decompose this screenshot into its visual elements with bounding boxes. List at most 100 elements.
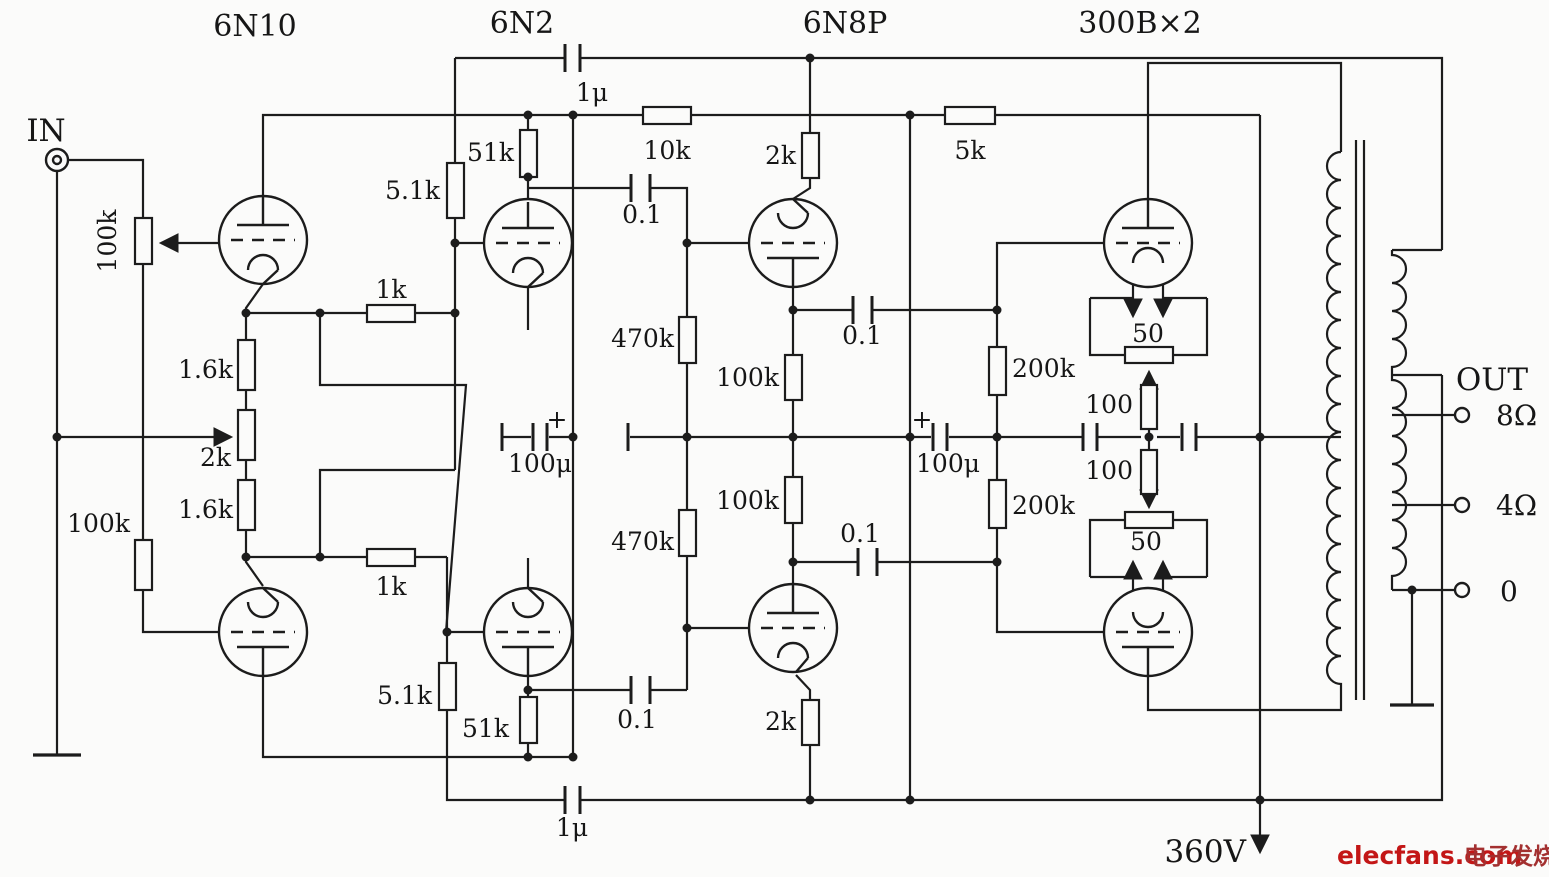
- grid-200k-upper: [987, 345, 1008, 397]
- label-bypass-right: 100μ: [916, 449, 980, 478]
- supply-label: 360V: [1164, 834, 1246, 870]
- cap-01-top-right: [851, 296, 874, 324]
- tube-300b-lower: [1102, 586, 1194, 678]
- tube-300b-upper: [1102, 197, 1194, 289]
- watermark: elecfans.com 电子发烧友: [1337, 841, 1549, 870]
- tube-6n10-lower: [217, 586, 309, 678]
- tube-6n8p-lower: [747, 582, 839, 674]
- tube-label-300b: 300B×2: [1078, 6, 1202, 41]
- gridleak-470k-upper: [677, 315, 698, 365]
- label-divider-upper: 100k: [716, 363, 780, 392]
- divider-100k-lower: [783, 475, 804, 525]
- cap-100u-right: [931, 423, 949, 451]
- tube-6n2-lower: [482, 586, 574, 678]
- supply-resistor-10k: [641, 105, 693, 126]
- capacitors: [500, 44, 1198, 814]
- label-grid300-lower: 200k: [1012, 491, 1076, 520]
- tube-label-6n2: 6N2: [490, 6, 554, 41]
- tap-0-label: 0: [1500, 575, 1518, 608]
- volume-pot-body: [133, 216, 154, 266]
- cap-1u-bottom: [563, 786, 582, 814]
- anode-resistor-upper: [518, 128, 539, 179]
- label-divider-lower: 100k: [716, 486, 780, 515]
- grid-resistor-lower: [133, 538, 154, 592]
- watermark-brand: elecfans.com: [1337, 841, 1522, 870]
- terminal-0: [1453, 581, 1471, 599]
- tube-6n2-upper: [482, 197, 574, 289]
- watermark-site-cn: 电子发烧友: [1464, 843, 1549, 870]
- wiring: [33, 56, 1455, 841]
- label-cath-8p-upper: 2k: [765, 141, 797, 170]
- label-cathode-lower: 1.6k: [178, 495, 234, 524]
- cathode-resistor-upper: [236, 338, 257, 392]
- label-gridstop-lower: 5.1k: [377, 681, 433, 710]
- terminals: [44, 147, 1471, 599]
- label-volume-pot: 100k: [93, 209, 122, 273]
- label-fb-cap-lower: 1μ: [556, 813, 588, 842]
- tap-8ohm-label: 8Ω: [1496, 399, 1537, 432]
- labels: 6N10 6N2 6N8P 300B×2 IN OUT 8Ω 4Ω 0 360V…: [26, 6, 1537, 870]
- cap-100u-left: [500, 423, 549, 451]
- gridstop-upper: [445, 161, 466, 220]
- label-anode-upper: 51k: [467, 138, 515, 167]
- label-coupling-bl: 0.1: [617, 705, 657, 734]
- tap-4ohm-label: 4Ω: [1496, 489, 1537, 522]
- arrows: [158, 233, 1270, 855]
- gridstop-lower: [437, 661, 458, 712]
- label-coupling-tr: 0.1: [842, 321, 882, 350]
- filament-100-upper: [1139, 383, 1159, 431]
- label-fil-r-lower: 100: [1085, 456, 1133, 485]
- label-cathode-upper: 1.6k: [178, 355, 234, 384]
- label-hum-pot-lower: 50: [1130, 527, 1162, 556]
- input-label: IN: [26, 113, 65, 149]
- terminal-8ohm: [1453, 406, 1471, 424]
- label-supply-r2: 5k: [954, 136, 986, 165]
- label-grid300-upper: 200k: [1012, 354, 1076, 383]
- balance-pot-body: [236, 408, 257, 462]
- label-bypass-left: 100μ: [508, 449, 572, 478]
- label-gridstop-upper: 5.1k: [385, 176, 441, 205]
- gridleak-470k-lower: [677, 508, 698, 558]
- filament-100-lower: [1139, 448, 1159, 496]
- tube-6n10-upper: [217, 194, 309, 286]
- label-coupling-br: 0.1: [840, 519, 880, 548]
- label-link-lower: 1k: [375, 572, 407, 601]
- grid-200k-lower: [987, 478, 1008, 530]
- tube-label-6n8p: 6N8P: [803, 6, 888, 41]
- label-link-upper: 1k: [375, 275, 407, 304]
- label-gridleak-upper: 470k: [611, 324, 675, 353]
- link-resistor-upper: [365, 303, 417, 324]
- label-grid-lower: 100k: [67, 509, 131, 538]
- tubes: [217, 194, 1194, 678]
- anode-resistor-lower: [518, 695, 539, 745]
- label-plus-right: +: [912, 405, 933, 434]
- cap-01-bottom-left: [629, 676, 652, 704]
- filament-bypass-cap: [1180, 423, 1198, 451]
- hum-pot-lower-body: [1123, 510, 1175, 530]
- filament-bypass-cap: [1081, 423, 1099, 451]
- tube-label-6n10: 6N10: [213, 9, 297, 44]
- label-hum-pot-upper: 50: [1132, 319, 1164, 348]
- tube-6n8p-upper: [747, 197, 839, 289]
- label-plus-left: +: [547, 405, 568, 434]
- label-gridleak-lower: 470k: [611, 527, 675, 556]
- cathode-2k-upper: [800, 131, 821, 180]
- cathode-resistor-lower: [236, 478, 257, 532]
- label-fil-r-upper: 100: [1085, 390, 1133, 419]
- link-resistor-lower: [365, 547, 417, 568]
- label-fb-cap-upper: 1μ: [576, 78, 608, 107]
- output-label: OUT: [1456, 362, 1529, 398]
- cap-01-bottom-right: [856, 548, 879, 576]
- terminal-4ohm: [1453, 496, 1471, 514]
- cap-1u-top: [563, 44, 582, 72]
- hum-pot-upper-body: [1123, 345, 1175, 365]
- label-coupling-tl: 0.1: [622, 200, 662, 229]
- input-jack-pin: [51, 154, 63, 166]
- divider-100k-upper: [783, 353, 804, 402]
- junction-dots: [52, 53, 1417, 805]
- label-cath-8p-lower: 2k: [765, 707, 797, 736]
- label-anode-lower: 51k: [462, 714, 510, 743]
- cathode-2k-lower: [800, 698, 821, 747]
